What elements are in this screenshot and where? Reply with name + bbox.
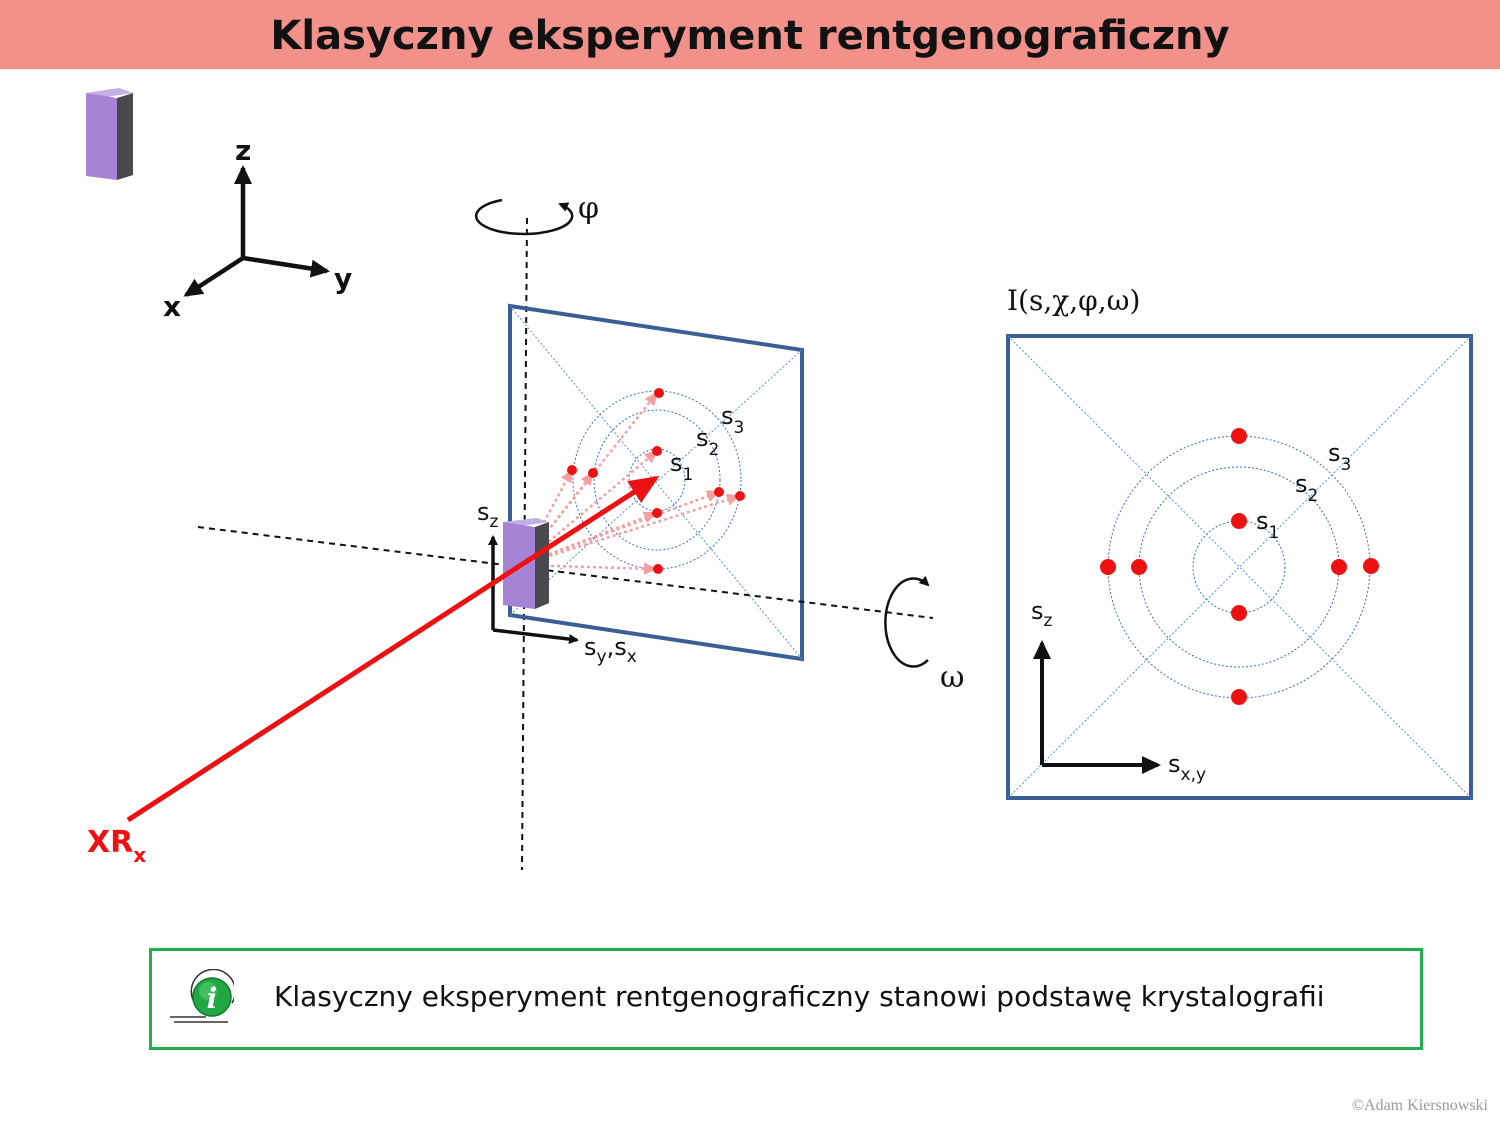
ring-s3-label: s3 <box>721 402 744 438</box>
omega-rotation-icon <box>884 575 930 668</box>
copyright: ©Adam Kiersnowski <box>1351 1097 1488 1114</box>
xray-beam <box>126 562 523 823</box>
info-text: Klasyczny eksperyment rentgenograficzny … <box>274 980 1325 1013</box>
svg-text:i: i <box>207 982 218 1015</box>
phi-rotation-icon <box>474 198 574 236</box>
beam-label: XRx <box>87 825 146 867</box>
title-bar <box>0 0 1500 69</box>
ring-s2-label: s2 <box>696 424 719 460</box>
detector-axis-syx-label: sy,sx <box>584 633 637 667</box>
pattern-2d-axes <box>1033 640 1161 774</box>
axis-label-y: y <box>334 262 352 295</box>
detector-axis-sz-label: sz <box>477 498 499 532</box>
pattern-2d-panel <box>1006 334 1473 800</box>
pattern-2d-spots <box>1100 428 1379 705</box>
pattern-axis-sz-label: sz <box>1031 597 1053 631</box>
ring-s1-label: s1 <box>670 449 693 485</box>
omega-label: ω <box>940 660 964 695</box>
pattern-axis-sxy-label: sx,y <box>1168 750 1206 785</box>
info-box: i Klasyczny eksperyment rentgenograficzn… <box>149 948 1423 1050</box>
axis-label-z: z <box>235 134 251 167</box>
phi-rotation-axis <box>521 217 528 871</box>
omega-rotation-axis <box>197 526 934 619</box>
phi-label: φ <box>578 191 599 226</box>
info-icon: i <box>170 969 234 1023</box>
crystal-icon <box>86 88 133 180</box>
pattern-ring-s2-label: s2 <box>1295 470 1318 506</box>
pattern-ring-s1-label: s1 <box>1256 507 1279 543</box>
axis-label-x: x <box>163 290 181 323</box>
slide-title: Klasyczny eksperyment rentgenograficzny <box>270 13 1230 59</box>
coordinate-axes <box>183 165 330 297</box>
transmitted-beam <box>519 475 660 568</box>
intensity-label: I(s,χ,φ,ω) <box>1007 284 1140 317</box>
detector-plane <box>508 303 804 662</box>
detector-spots <box>567 388 745 574</box>
pattern-ring-s3-label: s3 <box>1328 439 1351 475</box>
